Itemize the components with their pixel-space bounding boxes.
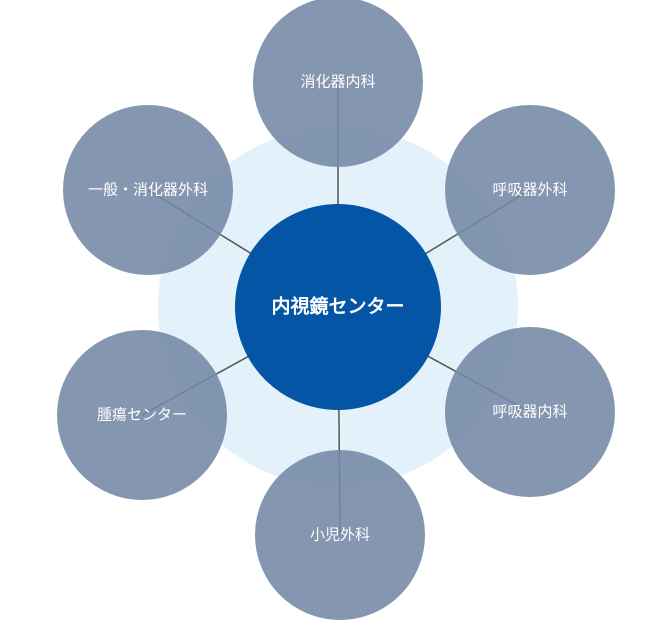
department-label: 消化器内科 <box>300 73 375 91</box>
department-node <box>255 450 425 620</box>
department-label: 一般・消化器外科 <box>88 181 208 199</box>
department-label: 腫瘍センター <box>97 406 187 424</box>
department-node <box>63 105 233 275</box>
department-node <box>445 327 615 497</box>
department-node <box>253 0 423 167</box>
center-node <box>235 204 441 410</box>
department-label: 呼吸器外科 <box>492 181 567 199</box>
department-label: 小児外科 <box>310 526 370 544</box>
department-node <box>57 330 227 500</box>
department-node <box>445 105 615 275</box>
department-label: 呼吸器内科 <box>492 403 567 421</box>
center-label: 内視鏡センター <box>271 295 404 318</box>
